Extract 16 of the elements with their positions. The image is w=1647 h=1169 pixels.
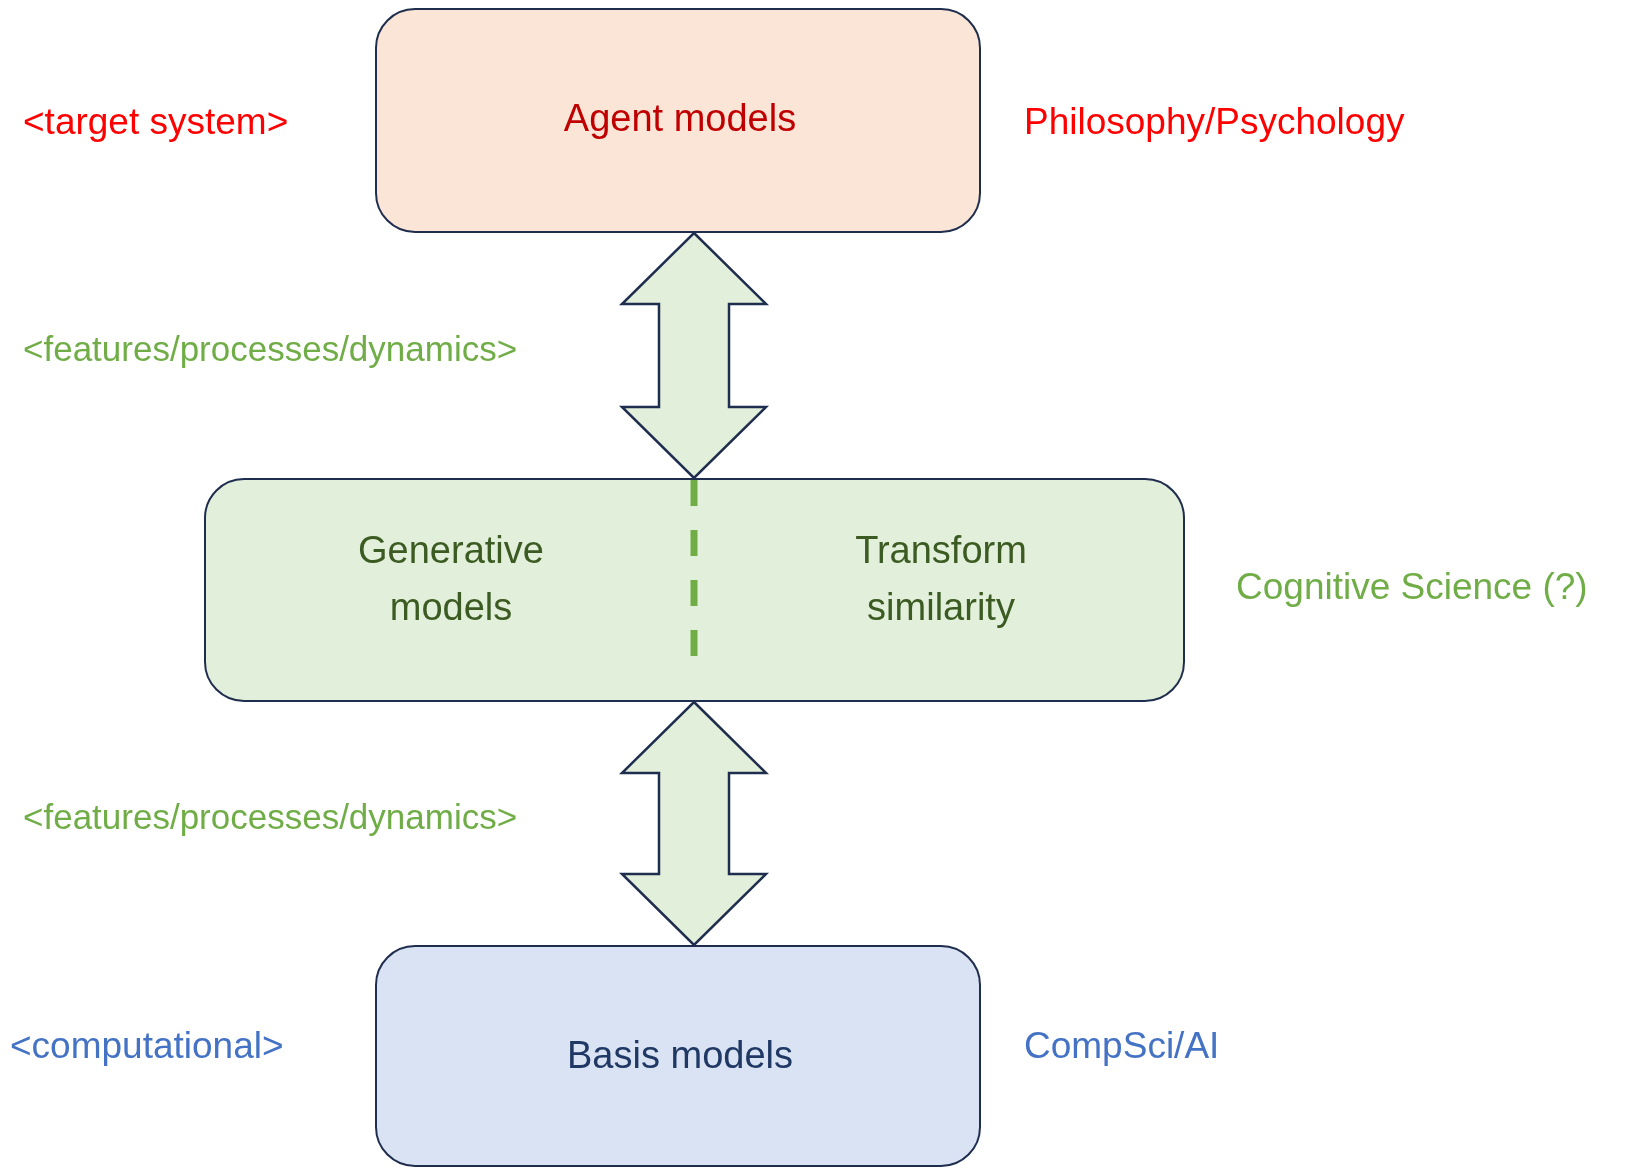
side-label: <target system> — [23, 100, 289, 144]
box-label: Agent models — [562, 96, 798, 141]
double-block-arrow — [618, 700, 770, 947]
annotation-label: <features/processes/dynamics> — [23, 328, 518, 370]
box-label: Generative models — [357, 528, 545, 630]
box-label: Basis models — [566, 1033, 794, 1078]
side-label: CompSci/AI — [1024, 1024, 1220, 1068]
side-label: Cognitive Science (?) — [1236, 565, 1588, 609]
side-label: Philosophy/Psychology — [1024, 100, 1405, 144]
side-label: <computational> — [10, 1024, 284, 1068]
process-box — [375, 8, 981, 233]
double-block-arrow — [618, 231, 770, 480]
annotation-label: <features/processes/dynamics> — [23, 796, 518, 838]
process-box — [375, 945, 981, 1167]
box-label: Transform similarity — [854, 528, 1028, 630]
process-box — [204, 478, 1185, 702]
